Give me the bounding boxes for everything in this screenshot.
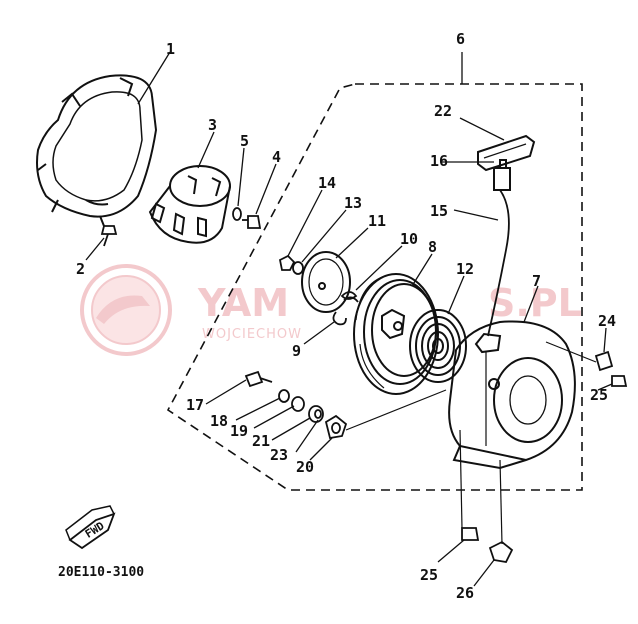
part-14-nut bbox=[278, 254, 296, 271]
callout-25-bottom: 25 bbox=[420, 566, 438, 584]
callout-11: 11 bbox=[368, 212, 386, 230]
callout-17: 17 bbox=[186, 396, 204, 414]
part-23-spacer bbox=[314, 409, 322, 419]
leader-23 bbox=[295, 419, 319, 453]
callout-20: 20 bbox=[296, 458, 314, 476]
callout-4: 4 bbox=[272, 148, 281, 166]
callout-8: 8 bbox=[428, 238, 437, 256]
leader-25b-to-case bbox=[459, 429, 463, 529]
callout-19: 19 bbox=[230, 422, 248, 440]
part-1-cover bbox=[36, 74, 158, 227]
leader-19 bbox=[253, 405, 295, 429]
leader-24 bbox=[603, 327, 607, 353]
callout-12: 12 bbox=[456, 260, 474, 278]
leader-25a bbox=[597, 383, 613, 391]
callout-24: 24 bbox=[598, 312, 616, 330]
part-7-case bbox=[448, 320, 576, 470]
leader-13 bbox=[301, 209, 347, 263]
assembly-6-boundary bbox=[166, 83, 583, 491]
callout-18: 18 bbox=[210, 412, 228, 430]
callout-10: 10 bbox=[400, 230, 418, 248]
leader-26-to-case bbox=[499, 459, 503, 545]
part-25-bolt-bottom bbox=[461, 527, 480, 541]
leader-11 bbox=[335, 227, 369, 259]
callout-5: 5 bbox=[240, 132, 249, 150]
leader-1 bbox=[137, 51, 171, 105]
callout-21: 21 bbox=[252, 432, 270, 450]
part-24-collar bbox=[594, 350, 614, 372]
leader-10 bbox=[355, 245, 403, 291]
leader-17 bbox=[205, 379, 247, 405]
part-10-spring bbox=[340, 291, 359, 303]
leader-3 bbox=[197, 131, 215, 169]
part-26-cap bbox=[488, 540, 514, 563]
callout-6: 6 bbox=[456, 30, 465, 48]
callout-3: 3 bbox=[208, 116, 217, 134]
leader-4 bbox=[255, 163, 277, 215]
watermark-brand: YAM bbox=[197, 281, 289, 325]
callout-1: 1 bbox=[166, 40, 175, 58]
part-4-screw bbox=[242, 215, 262, 229]
part-20-nut bbox=[324, 414, 348, 440]
leader-15 bbox=[453, 209, 499, 221]
part-5-washer bbox=[232, 207, 242, 221]
leader-24-to-case bbox=[545, 341, 597, 363]
leader-9 bbox=[303, 321, 335, 345]
callout-22: 22 bbox=[434, 102, 452, 120]
part-17-bolt bbox=[244, 370, 273, 388]
callout-23: 23 bbox=[270, 446, 288, 464]
part-code: 20E110-3100 bbox=[58, 565, 144, 580]
part-9-clip bbox=[332, 311, 347, 326]
leader-14 bbox=[287, 189, 323, 257]
callout-16: 16 bbox=[430, 152, 448, 170]
leader-20-to-case bbox=[345, 389, 447, 431]
callout-15: 15 bbox=[430, 202, 448, 220]
fwd-arrow-icon: FWD bbox=[65, 505, 116, 550]
part-19-washer bbox=[291, 396, 305, 412]
part-11-plate bbox=[301, 251, 351, 313]
leader-5 bbox=[237, 147, 245, 207]
leader-8 bbox=[411, 253, 433, 287]
callout-9: 9 bbox=[292, 342, 301, 360]
leader-22 bbox=[459, 117, 505, 141]
leader-2 bbox=[85, 237, 105, 261]
leader-26 bbox=[473, 559, 495, 587]
part-15-rope bbox=[487, 189, 510, 337]
leader-25b bbox=[437, 539, 465, 563]
part-22-grip bbox=[477, 134, 536, 172]
watermark: YAM S.PL WOJCIECHOW bbox=[80, 264, 582, 356]
part-3-sleeve bbox=[148, 165, 231, 244]
watermark-brand-tail: S.PL bbox=[488, 281, 582, 325]
callout-26: 26 bbox=[456, 584, 474, 602]
callout-2: 2 bbox=[76, 260, 85, 278]
watermark-logo bbox=[80, 264, 172, 356]
part-2-bolt bbox=[100, 225, 118, 247]
part-13-washer bbox=[292, 261, 304, 275]
callout-14: 14 bbox=[318, 174, 336, 192]
part-25-bolt-right bbox=[611, 375, 628, 387]
part-12-spring bbox=[409, 309, 467, 383]
callout-7: 7 bbox=[532, 272, 541, 290]
leader-21 bbox=[271, 417, 311, 441]
leader-20 bbox=[309, 437, 333, 461]
watermark-subline: WOJCIECHOW bbox=[202, 327, 302, 342]
callout-25-right: 25 bbox=[590, 386, 608, 404]
leader-12 bbox=[447, 275, 465, 315]
leader-7 bbox=[523, 285, 539, 323]
leader-18 bbox=[235, 397, 281, 421]
callout-13: 13 bbox=[344, 194, 362, 212]
part-18-washer bbox=[278, 389, 290, 403]
